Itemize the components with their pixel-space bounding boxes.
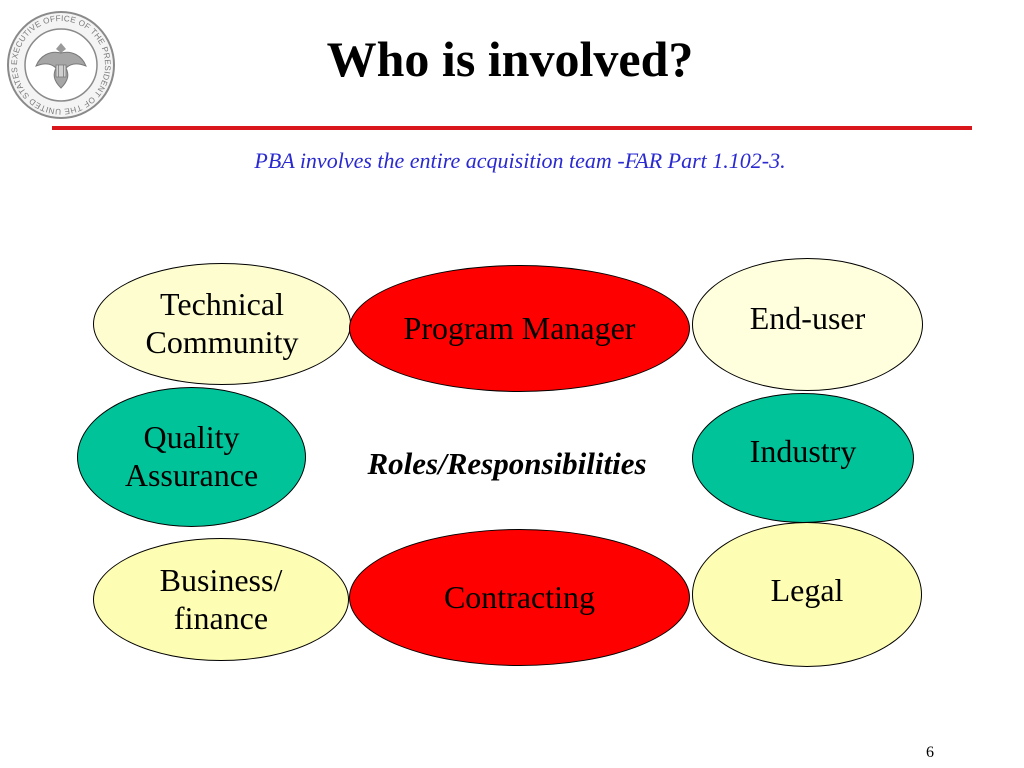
omb-seal-icon: EXECUTIVE OFFICE OF THE PRESIDENT OF THE… [6, 10, 115, 119]
role-label: End-user [749, 299, 866, 336]
role-label: Legal [770, 571, 844, 608]
role-industry: Industry [692, 393, 914, 523]
role-label: Quality Assurance [124, 419, 259, 493]
page-number: 6 [926, 744, 934, 761]
role-legal: Legal [692, 522, 922, 667]
role-label: Program Manager [403, 309, 636, 346]
role-label: Business/ finance [159, 561, 283, 636]
role-label: Technical Community [145, 286, 299, 360]
role-quality-assurance: Quality Assurance [77, 387, 306, 527]
role-technical-community: Technical Community [93, 263, 351, 385]
role-label: Contracting [443, 578, 596, 615]
role-label: Industry [749, 433, 857, 470]
page-title: Who is involved? [326, 31, 694, 87]
role-contracting: Contracting [349, 529, 690, 666]
role-program-manager: Program Manager [349, 265, 690, 392]
center-label: Roles/Responsibilities [367, 446, 647, 481]
title-divider [52, 126, 972, 130]
page-subtitle: PBA involves the entire acquisition team… [254, 148, 786, 173]
role-business-finance: Business/ finance [93, 538, 349, 661]
role-end-user: End-user [692, 258, 923, 391]
